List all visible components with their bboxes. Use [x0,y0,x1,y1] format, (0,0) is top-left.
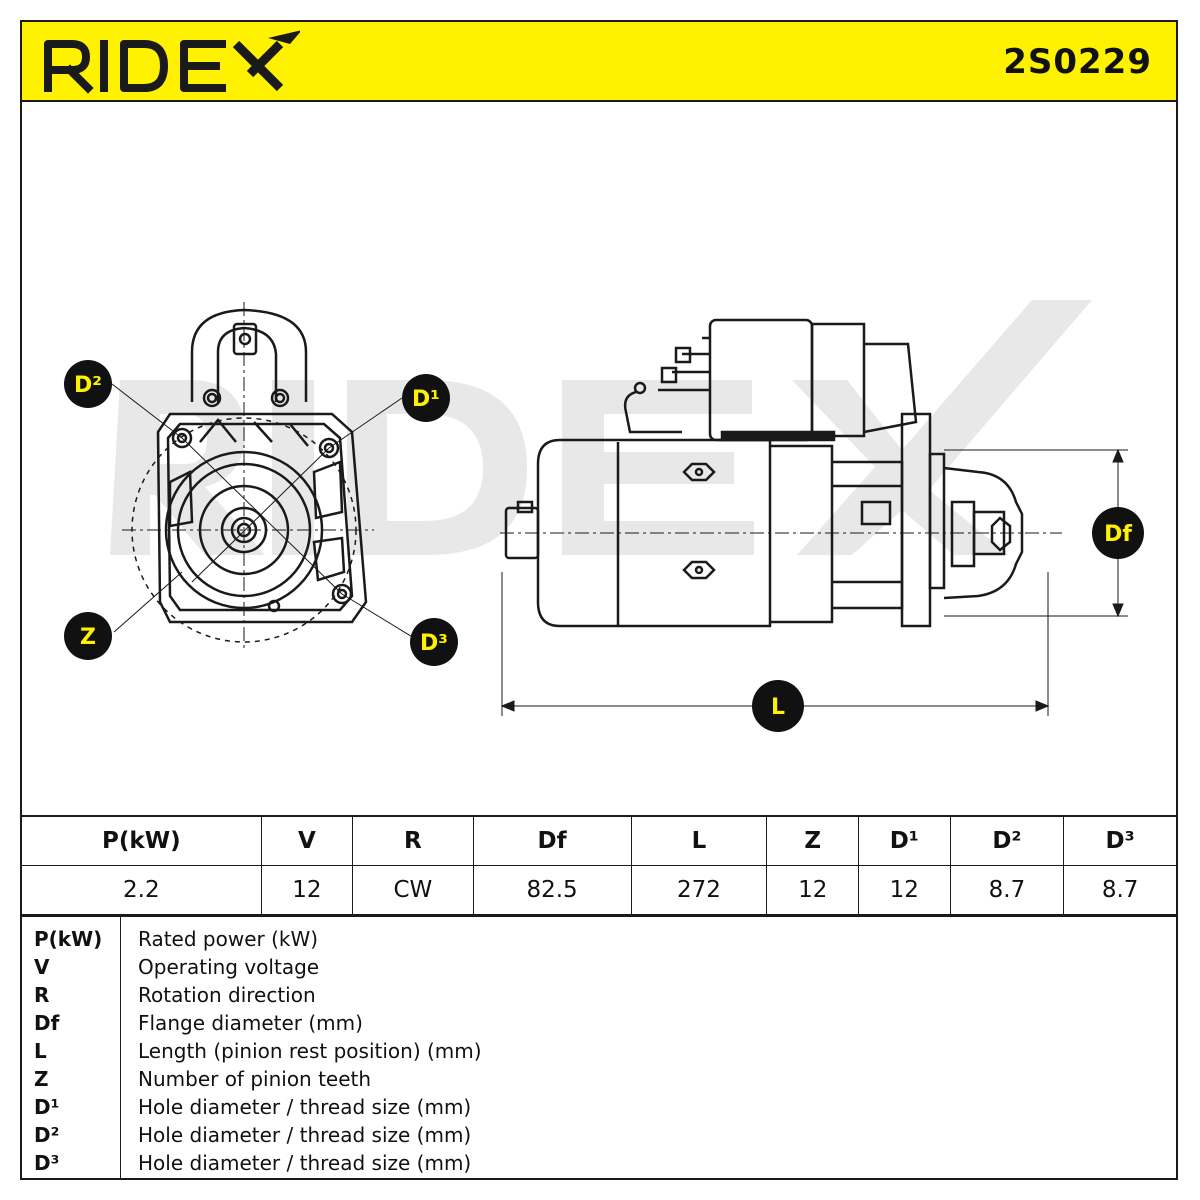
svg-text:Df: Df [1104,522,1132,547]
legend-description: Operating voltage [138,955,320,979]
legend-description: Hole diameter / thread size (mm) [138,1151,472,1175]
header-d3: D³ [1063,815,1176,866]
ridex-logo [44,30,300,94]
svg-text:L: L [771,695,785,720]
value-d3: 8.7 [1063,865,1176,915]
header-df: Df [472,815,632,866]
legend-description: Rotation direction [138,983,316,1007]
legend-divider [120,917,121,1178]
header-z: Z [766,815,859,866]
header-d2: D² [949,815,1065,866]
legend-row: L Length (pinion rest position) (mm) [22,1037,1176,1065]
legend-symbol: P(kW) [34,927,103,951]
specs-header-row: P(kW) V R Df L Z D¹ D² D³ [22,815,1176,866]
starter-motor-drawing: D² D¹ Z D³ Df L [64,300,1144,732]
legend-description: Flange diameter (mm) [138,1011,363,1035]
header-l: L [630,815,768,866]
legend-row: V Operating voltage [22,953,1176,981]
specs-table: P(kW) V R Df L Z D¹ D² D³ 2.2 12 CW 82.5… [22,815,1176,915]
legend-row: P(kW) Rated power (kW) [22,925,1176,953]
label-z: Z [64,612,112,660]
svg-text:Z: Z [80,625,96,650]
value-r: CW [352,865,474,915]
specs-value-row: 2.2 12 CW 82.5 272 12 12 8.7 8.7 [22,865,1176,915]
legend-symbol: Z [34,1067,49,1091]
svg-text:D¹: D¹ [412,387,440,412]
part-number: 2S0229 [1003,42,1152,82]
legend-description: Rated power (kW) [138,927,319,951]
technical-drawing: D² D¹ Z D³ Df L [22,102,1176,815]
legend-row: D¹ Hole diameter / thread size (mm) [22,1093,1176,1121]
header-d1: D¹ [858,815,951,866]
header-v: V [260,815,354,866]
header-bar: 2S0229 [22,22,1176,102]
legend-symbol: V [34,955,50,979]
legend-symbol: D¹ [34,1095,60,1119]
legend-row: D³ Hole diameter / thread size (mm) [22,1149,1176,1177]
value-d1: 12 [858,865,951,915]
legend-description: Number of pinion teeth [138,1067,372,1091]
legend: P(kW) Rated power (kW) V Operating volta… [22,915,1176,1178]
legend-symbol: D³ [34,1151,60,1175]
datasheet: 2S0229 [20,20,1178,1180]
legend-symbol: Df [34,1011,60,1035]
legend-row: D² Hole diameter / thread size (mm) [22,1121,1176,1149]
legend-description: Hole diameter / thread size (mm) [138,1095,472,1119]
value-df: 82.5 [472,865,632,915]
label-d3: D³ [410,618,458,666]
legend-symbol: L [34,1039,47,1063]
label-d2: D² [64,360,112,408]
legend-row: Df Flange diameter (mm) [22,1009,1176,1037]
svg-text:D³: D³ [420,631,448,656]
svg-text:D²: D² [74,373,102,398]
legend-description: Hole diameter / thread size (mm) [138,1123,472,1147]
front-view [122,302,374,650]
label-d1: D¹ [402,374,450,422]
legend-description: Length (pinion rest position) (mm) [138,1039,482,1063]
value-l: 272 [630,865,768,915]
value-z: 12 [766,865,859,915]
legend-row: Z Number of pinion teeth [22,1065,1176,1093]
value-d2: 8.7 [949,865,1065,915]
legend-row: R Rotation direction [22,981,1176,1009]
header-r: R [352,815,474,866]
header-pkw: P(kW) [22,815,262,866]
value-v: 12 [260,865,354,915]
legend-symbol: R [34,983,50,1007]
legend-symbol: D² [34,1123,60,1147]
value-pkw: 2.2 [22,865,262,915]
label-l: L [752,680,804,732]
label-df: Df [1092,507,1144,559]
side-view [500,318,1062,628]
